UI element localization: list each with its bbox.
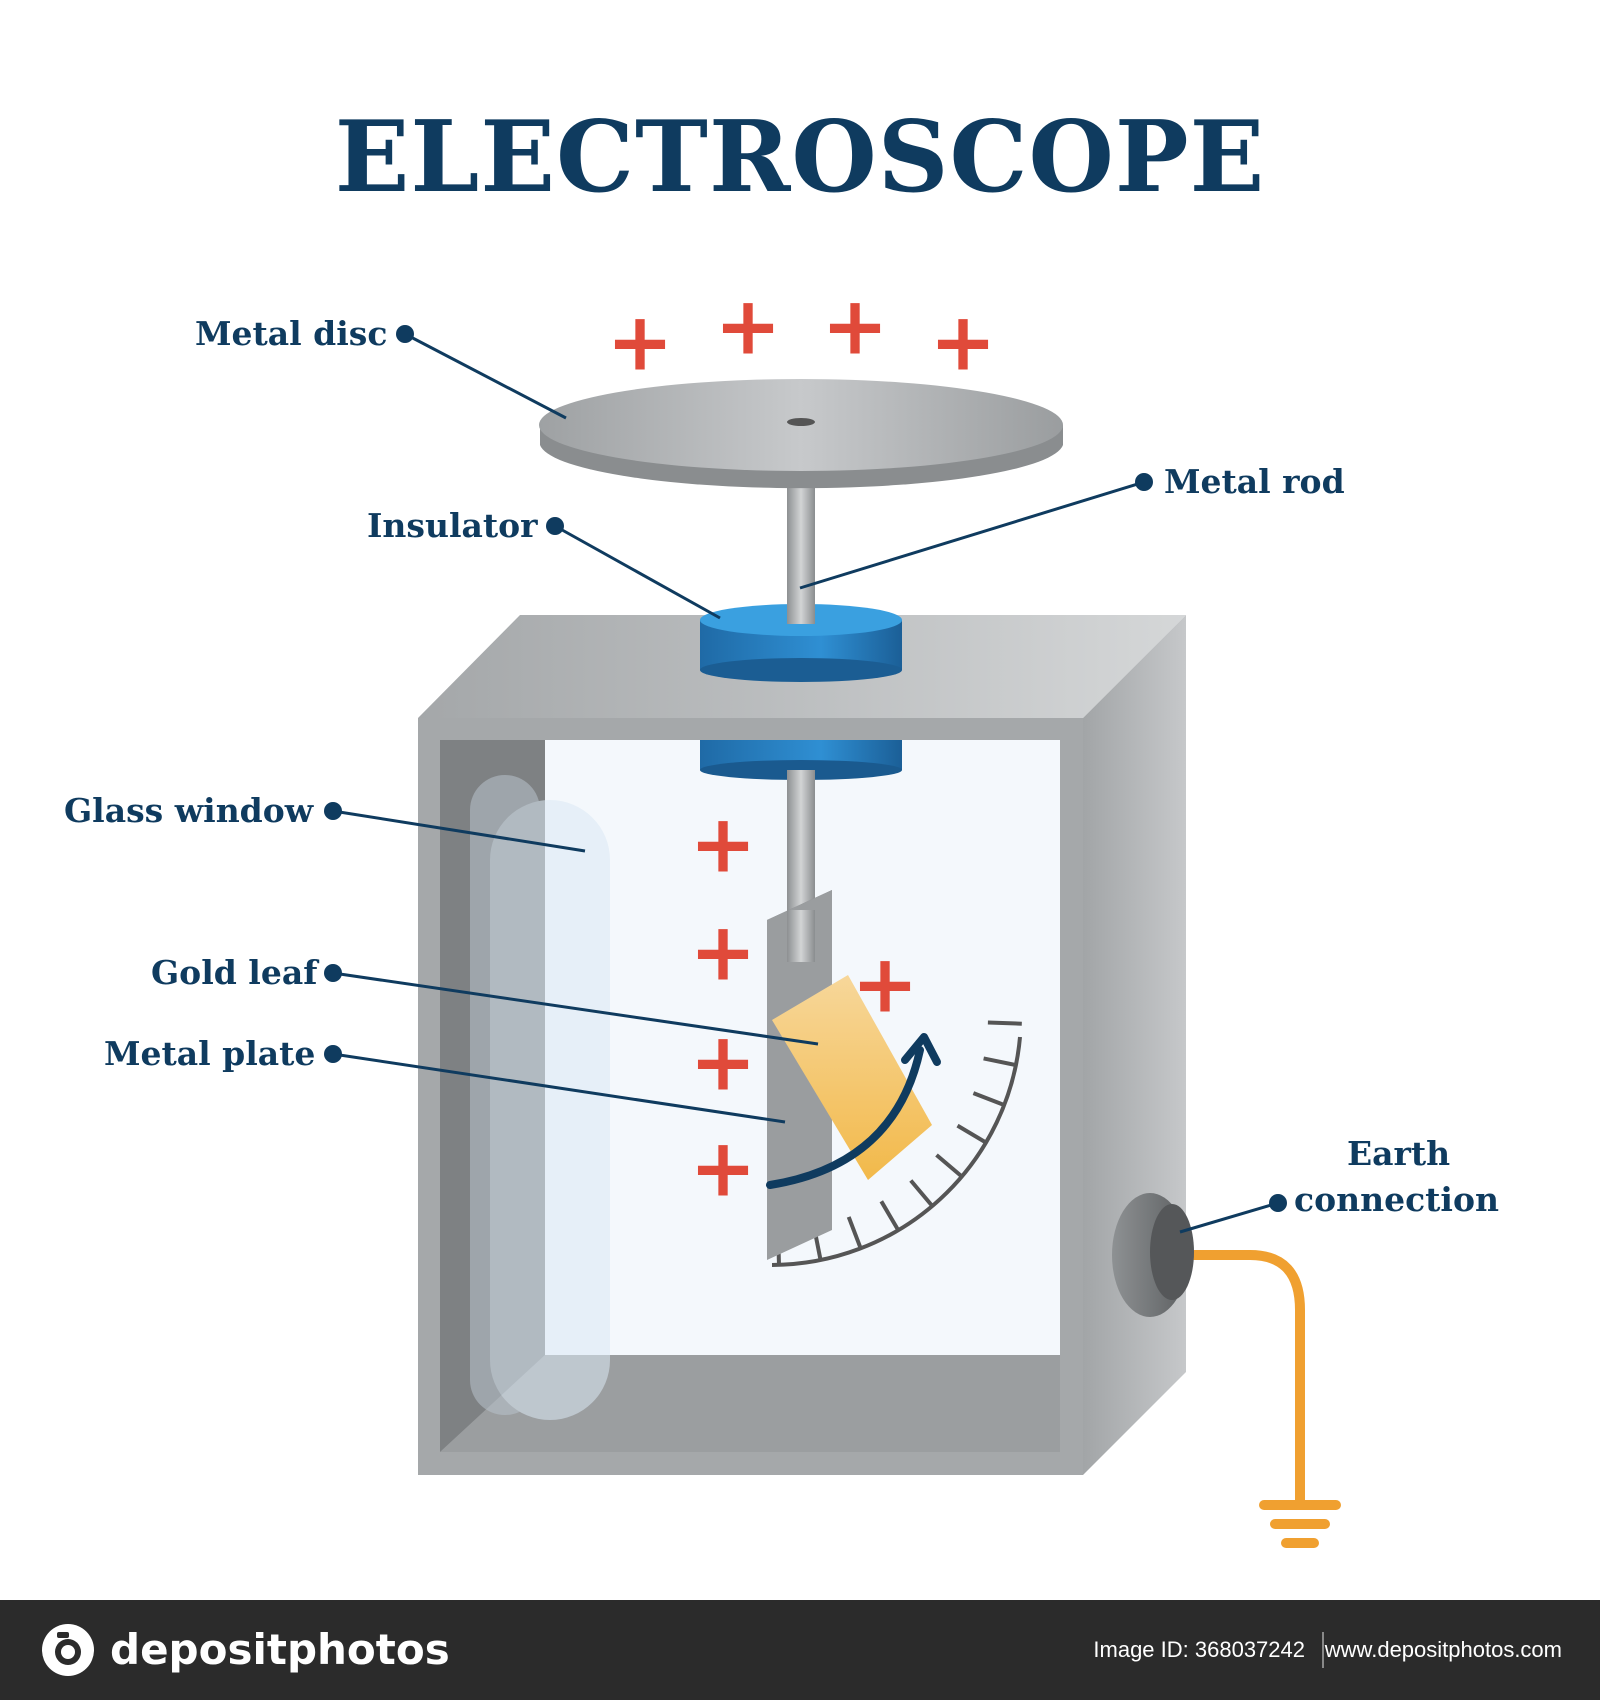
scale-tick bbox=[879, 1200, 901, 1232]
camera-logo-icon bbox=[42, 1624, 94, 1676]
lower-insulator bbox=[700, 740, 902, 780]
case-side bbox=[1083, 615, 1186, 1475]
scale-tick bbox=[909, 1179, 935, 1208]
deflection-arrowhead bbox=[901, 1033, 941, 1066]
leader-lines bbox=[324, 325, 1287, 1234]
footer-site-link[interactable]: www.depositphotos.com bbox=[1324, 1637, 1562, 1662]
label-connection: connection bbox=[1294, 1180, 1499, 1219]
scale-tick bbox=[983, 1056, 1018, 1068]
earth-knob-face bbox=[1150, 1204, 1194, 1300]
scale-tick bbox=[846, 1216, 863, 1250]
footer-image-id: Image ID: 368037242 bbox=[1093, 1637, 1305, 1662]
deflection-arrow-path bbox=[766, 1046, 924, 1189]
scale-tick bbox=[987, 1020, 1022, 1026]
scale-tick bbox=[935, 1153, 964, 1179]
positive-charge-6: + bbox=[689, 906, 756, 999]
scale-tick bbox=[956, 1123, 988, 1145]
positive-charge-2: + bbox=[714, 280, 781, 373]
leader-insulator bbox=[546, 517, 721, 620]
label-insulator: Insulator bbox=[367, 506, 538, 545]
label-metal-rod: Metal rod bbox=[1164, 462, 1345, 501]
positive-charge-4: + bbox=[929, 296, 996, 389]
positive-charge-3: + bbox=[821, 280, 888, 373]
glass-pane bbox=[490, 800, 610, 1420]
deflection-scale bbox=[771, 1036, 1022, 1267]
metal-plate bbox=[767, 890, 832, 1260]
label-metal-disc: Metal disc bbox=[195, 314, 388, 353]
gold-leaf-sheet bbox=[772, 975, 932, 1180]
footer-bar: depositphotos Image ID: 368037242 www.de… bbox=[0, 1600, 1600, 1700]
metal-plate-face bbox=[767, 890, 832, 1260]
deflection-arrow bbox=[766, 1033, 941, 1189]
leader-earth-connection bbox=[1179, 1194, 1287, 1234]
label-metal-plate: Metal plate bbox=[104, 1034, 316, 1073]
positive-charge-9: + bbox=[689, 1122, 756, 1215]
label-gold-leaf: Gold leaf bbox=[151, 953, 318, 992]
metal-rod-end bbox=[787, 910, 815, 962]
glass-window bbox=[470, 775, 610, 1420]
leader-glass-window bbox=[324, 802, 586, 853]
label-earth: Earth bbox=[1347, 1134, 1451, 1173]
leader-metal-disc bbox=[396, 325, 567, 420]
metal-disc bbox=[539, 379, 1063, 489]
label-glass-window: Glass window bbox=[64, 791, 314, 830]
footer-brand[interactable]: depositphotos bbox=[110, 1625, 450, 1674]
earth-wire bbox=[1170, 1250, 1305, 1505]
positive-charges: +++++++++ bbox=[606, 280, 996, 1215]
gold-leaf bbox=[772, 975, 932, 1180]
scale-arc bbox=[771, 1036, 1022, 1267]
metal-rod-upper bbox=[787, 478, 815, 624]
electroscope-illustration: +++++++++ bbox=[324, 280, 1341, 1548]
metal-disc-hole bbox=[787, 418, 815, 426]
positive-charge-1: + bbox=[606, 296, 673, 389]
positive-charge-5: + bbox=[689, 798, 756, 891]
leader-metal-plate bbox=[324, 1045, 786, 1124]
earth-connection bbox=[1112, 1193, 1341, 1548]
footer-divider bbox=[1322, 1632, 1324, 1668]
leader-metal-rod bbox=[799, 473, 1153, 590]
scale-tick bbox=[972, 1091, 1006, 1108]
positive-charge-7: + bbox=[851, 938, 918, 1031]
upper-insulator-bottom bbox=[700, 658, 902, 682]
diagram-title: ELECTROSCOPE bbox=[334, 100, 1266, 215]
leader-gold-leaf bbox=[324, 964, 819, 1046]
